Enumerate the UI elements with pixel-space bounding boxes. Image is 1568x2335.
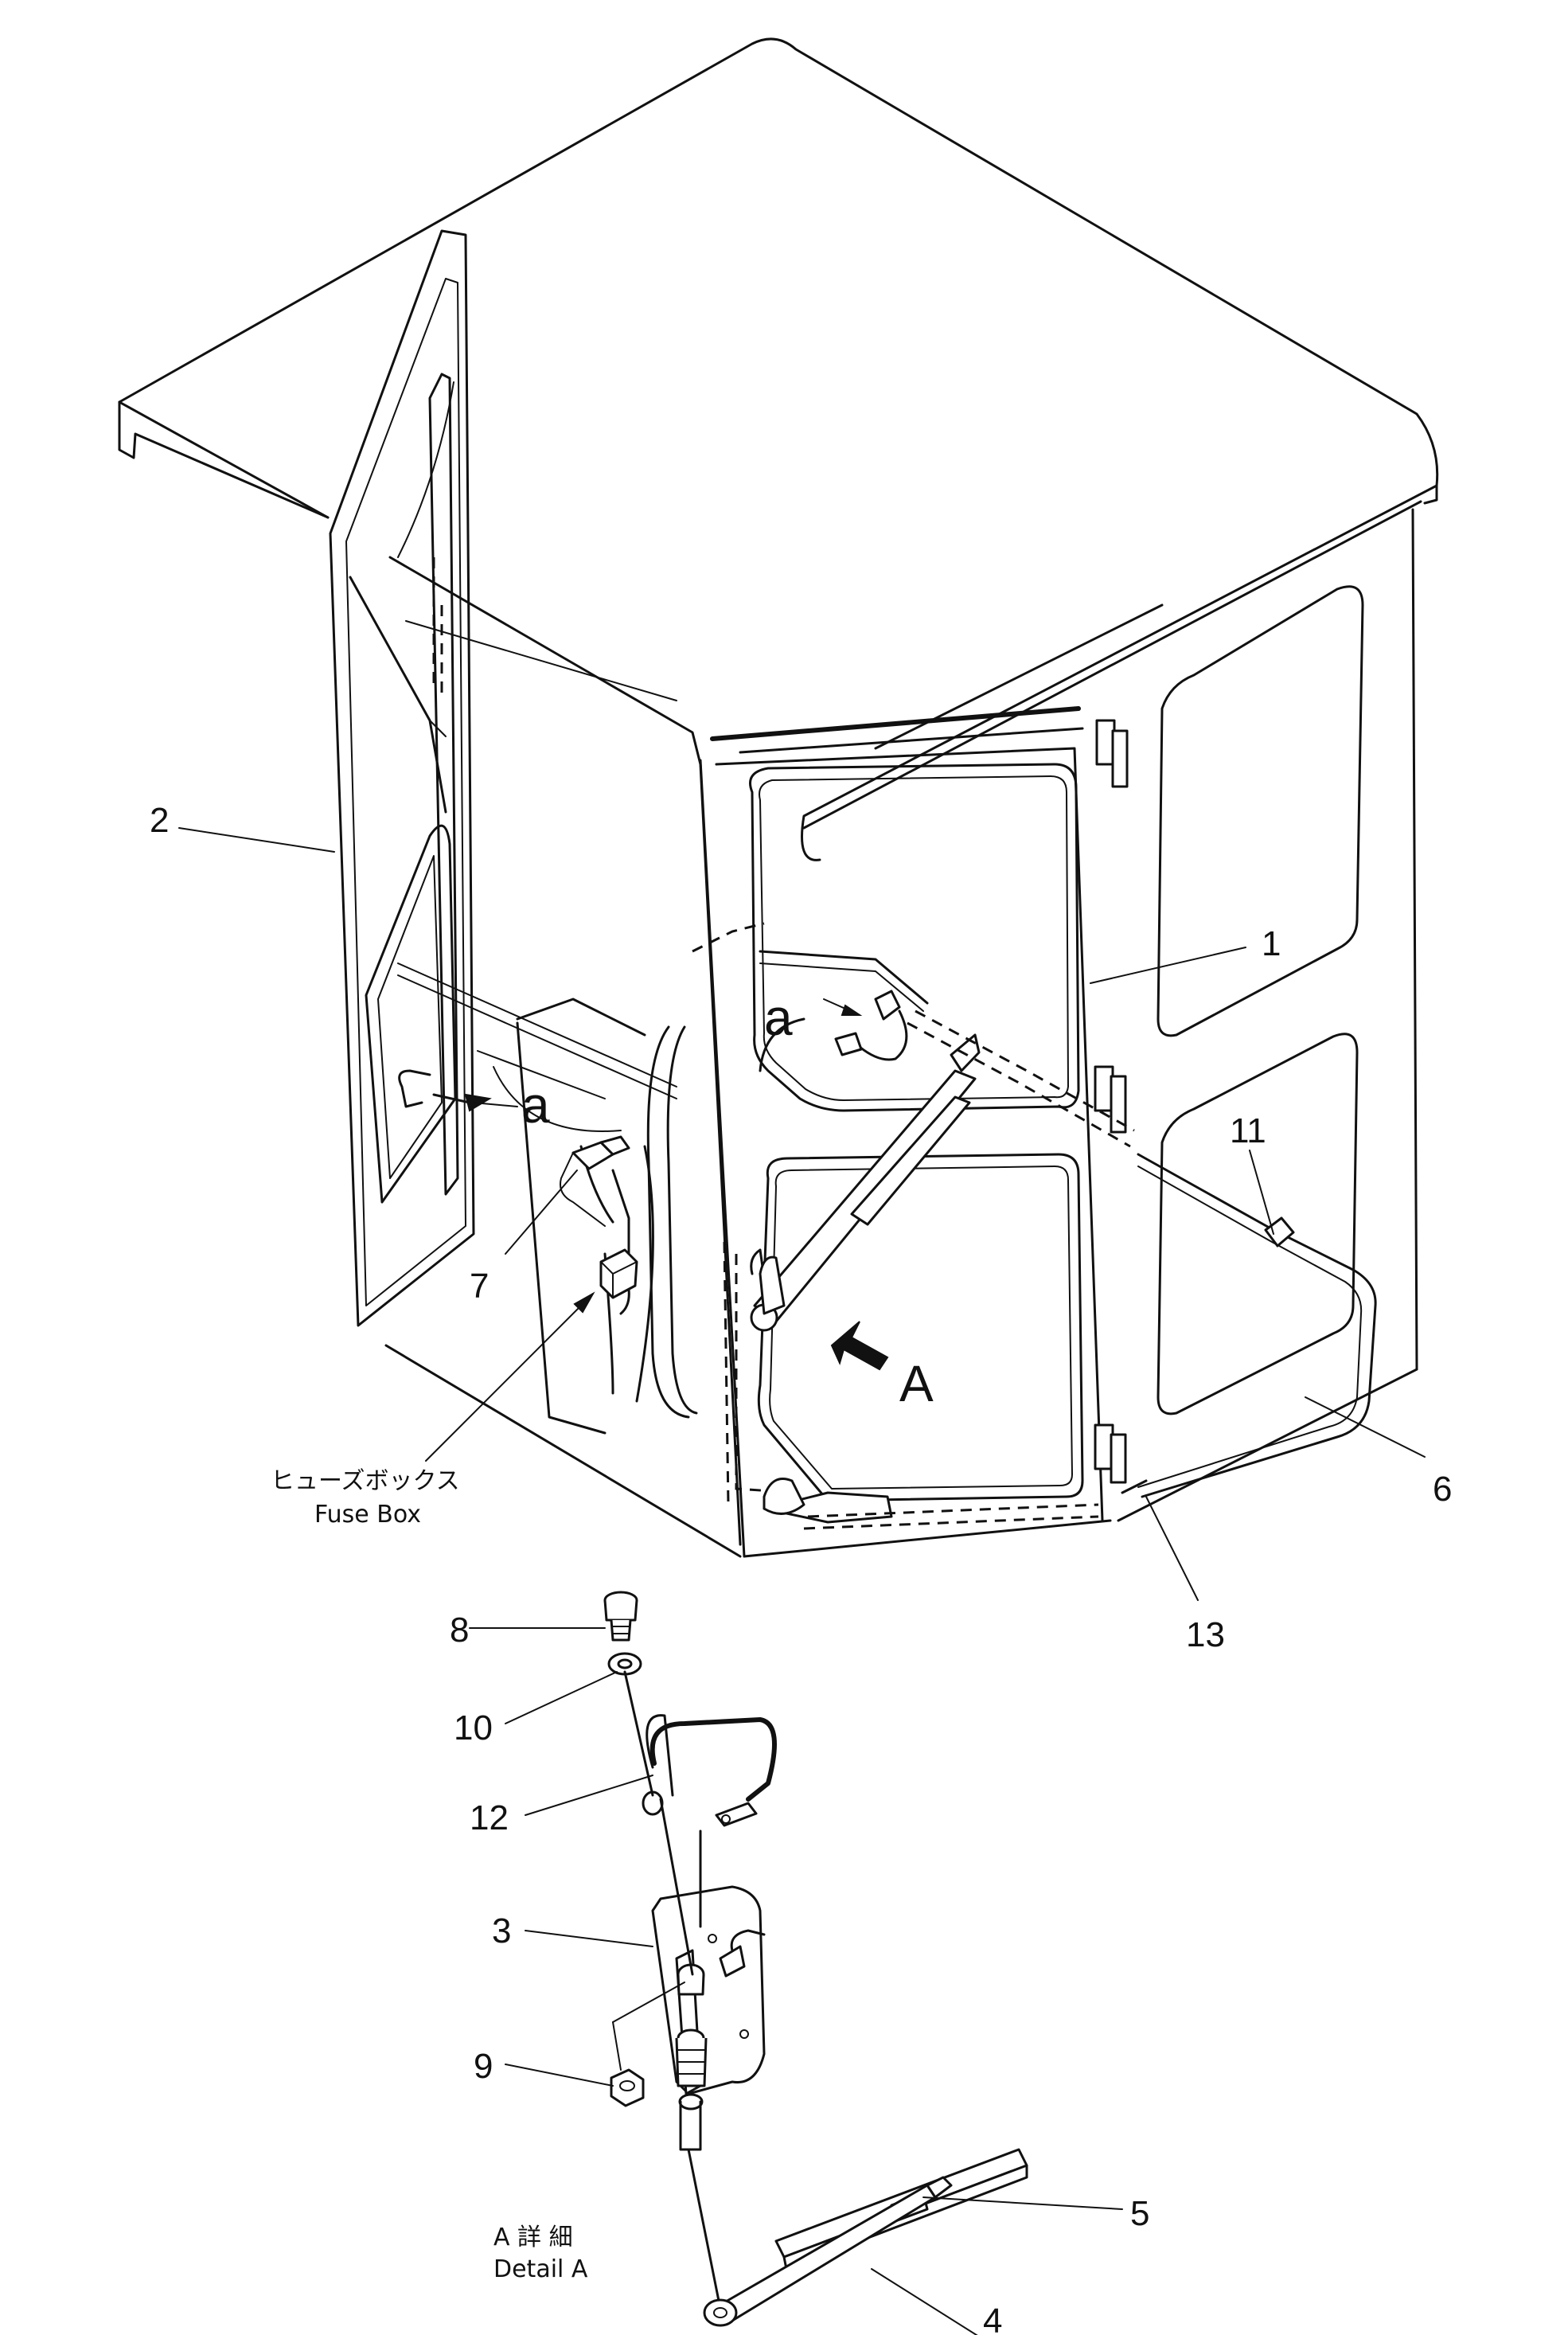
nut-9-part	[610, 2068, 645, 2107]
view-arrow-A	[830, 1321, 889, 1371]
detail-label-en: Detail A	[493, 2255, 588, 2283]
view-label-A: A	[899, 1355, 934, 1412]
callout-9: 9	[474, 2047, 493, 2086]
callout-6: 6	[1433, 1470, 1452, 1509]
callout-10: 10	[454, 1708, 493, 1747]
spindle-stack-part	[623, 1670, 722, 2310]
callout-8: 8	[450, 1611, 469, 1650]
callout-7: 7	[470, 1267, 489, 1306]
callout-3: 3	[492, 1911, 511, 1950]
bolt-8-part	[603, 1591, 638, 1642]
connector-7-component	[560, 1135, 630, 1227]
callout-5: 5	[1130, 2194, 1149, 2233]
callout-12: 12	[470, 1798, 509, 1837]
wiper-arm-4-part	[703, 2176, 953, 2327]
marker-a-left: a	[521, 1076, 550, 1134]
marker-a-window: a	[764, 989, 793, 1046]
fuse-box-component	[599, 1248, 638, 1299]
washer-10-part	[607, 1652, 642, 1676]
door-frame	[329, 229, 475, 1327]
detail-label-jp: A 詳 細	[493, 2224, 573, 2251]
callout-4: 4	[983, 2302, 1002, 2335]
callout-11: 11	[1230, 1111, 1266, 1150]
front-wiper-assembly	[723, 1033, 1099, 1530]
wiring-harness-6	[432, 950, 1377, 1498]
callout-2: 2	[150, 801, 169, 840]
fuse-box-label-jp: ヒューズボックス	[271, 1467, 460, 1495]
callout-13: 13	[1186, 1615, 1225, 1654]
callout-1: 1	[1262, 924, 1281, 963]
cab-body	[384, 508, 1418, 1558]
detail-A-parts	[603, 1591, 1028, 2327]
fuse-box-label-en: Fuse Box	[314, 1501, 421, 1529]
leader-lines	[178, 827, 1426, 2335]
cab-roof	[118, 37, 1439, 861]
